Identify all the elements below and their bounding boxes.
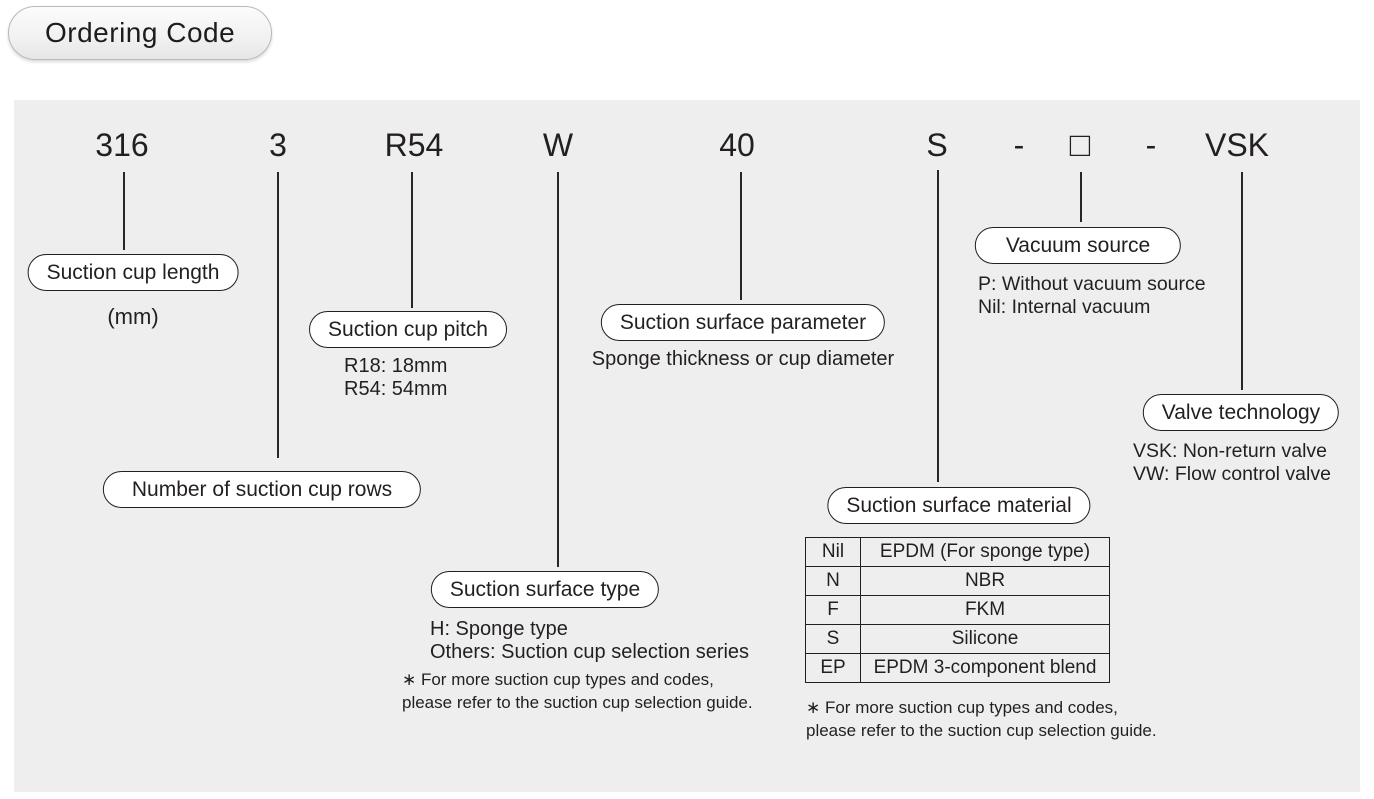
valve-option-vw: VW: Flow control valve (1133, 463, 1331, 485)
label-number-of-rows: Number of suction cup rows (102, 471, 422, 508)
connector-line-length (123, 172, 125, 250)
material-name: FKM (860, 595, 1110, 625)
material-name: EPDM (For sponge type) (860, 537, 1110, 567)
pitch-option-r54: R54: 54mm (344, 378, 448, 400)
material-code: N (805, 566, 861, 596)
connector-line-pitch (411, 172, 413, 308)
material-name: Silicone (860, 624, 1110, 654)
connector-line-rows (277, 172, 279, 458)
code-valve-value: VSK (1204, 127, 1270, 163)
label-suction-cup-length: Suction cup length (27, 254, 239, 291)
material-name: EPDM 3-component blend (860, 653, 1110, 683)
code-separator-dash: - (1013, 127, 1025, 163)
label-suction-surface-type: Suction surface type (430, 571, 660, 608)
material-code: EP (805, 653, 861, 683)
page-title: Ordering Code (45, 17, 236, 48)
code-separator-dash: - (1145, 127, 1157, 163)
type-option-others: Others: Suction cup selection series (430, 641, 750, 663)
material-code: S (805, 624, 861, 654)
material-table-row: EP EPDM 3-component blend (805, 653, 1110, 683)
connector-line-vacuum (1080, 172, 1082, 222)
connector-line-material (937, 170, 939, 482)
page-title-badge: Ordering Code (8, 6, 273, 60)
material-name: NBR (860, 566, 1110, 596)
label-suction-cup-pitch: Suction cup pitch (309, 311, 507, 348)
material-note-line-2: please refer to the suction cup selectio… (806, 721, 1157, 740)
type-option-h: H: Sponge type (430, 618, 568, 640)
code-length-value: 316 (95, 127, 149, 163)
type-note-line-2: please refer to the suction cup selectio… (402, 693, 753, 712)
code-rows-value: 3 (269, 127, 287, 163)
type-note-line-1: ∗ For more suction cup types and codes, (402, 670, 714, 689)
vacuum-option-nil: Nil: Internal vacuum (978, 296, 1151, 318)
valve-option-vsk: VSK: Non-return valve (1133, 440, 1328, 462)
vacuum-option-p: P: Without vacuum source (978, 273, 1206, 295)
connector-line-type (557, 172, 559, 567)
length-unit: (mm) (107, 304, 159, 329)
connector-line-parameter (740, 172, 742, 300)
parameter-description: Sponge thickness or cup diameter (591, 348, 895, 370)
code-type-value: W (542, 127, 574, 163)
material-table-row: Nil EPDM (For sponge type) (805, 537, 1110, 567)
pitch-option-r18: R18: 18mm (344, 355, 448, 377)
material-code: F (805, 595, 861, 625)
material-table-row: N NBR (805, 566, 1110, 596)
material-code: Nil (805, 537, 861, 567)
label-valve-technology: Valve technology (1142, 394, 1340, 431)
code-material-value: S (926, 127, 948, 163)
material-note-line-1: ∗ For more suction cup types and codes, (806, 698, 1118, 717)
material-table: Nil EPDM (For sponge type) N NBR F FKM S… (805, 537, 1110, 683)
connector-line-valve (1241, 172, 1243, 390)
ordering-code-panel (14, 100, 1360, 792)
code-placeholder-box-icon: □ (1069, 126, 1091, 164)
code-pitch-value: R54 (384, 127, 444, 163)
code-parameter-value: 40 (719, 127, 755, 163)
label-suction-surface-parameter: Suction surface parameter (600, 304, 886, 341)
material-table-row: S Silicone (805, 624, 1110, 654)
label-suction-surface-material: Suction surface material (827, 487, 1091, 524)
material-table-row: F FKM (805, 595, 1110, 625)
label-vacuum-source: Vacuum source (974, 227, 1182, 264)
